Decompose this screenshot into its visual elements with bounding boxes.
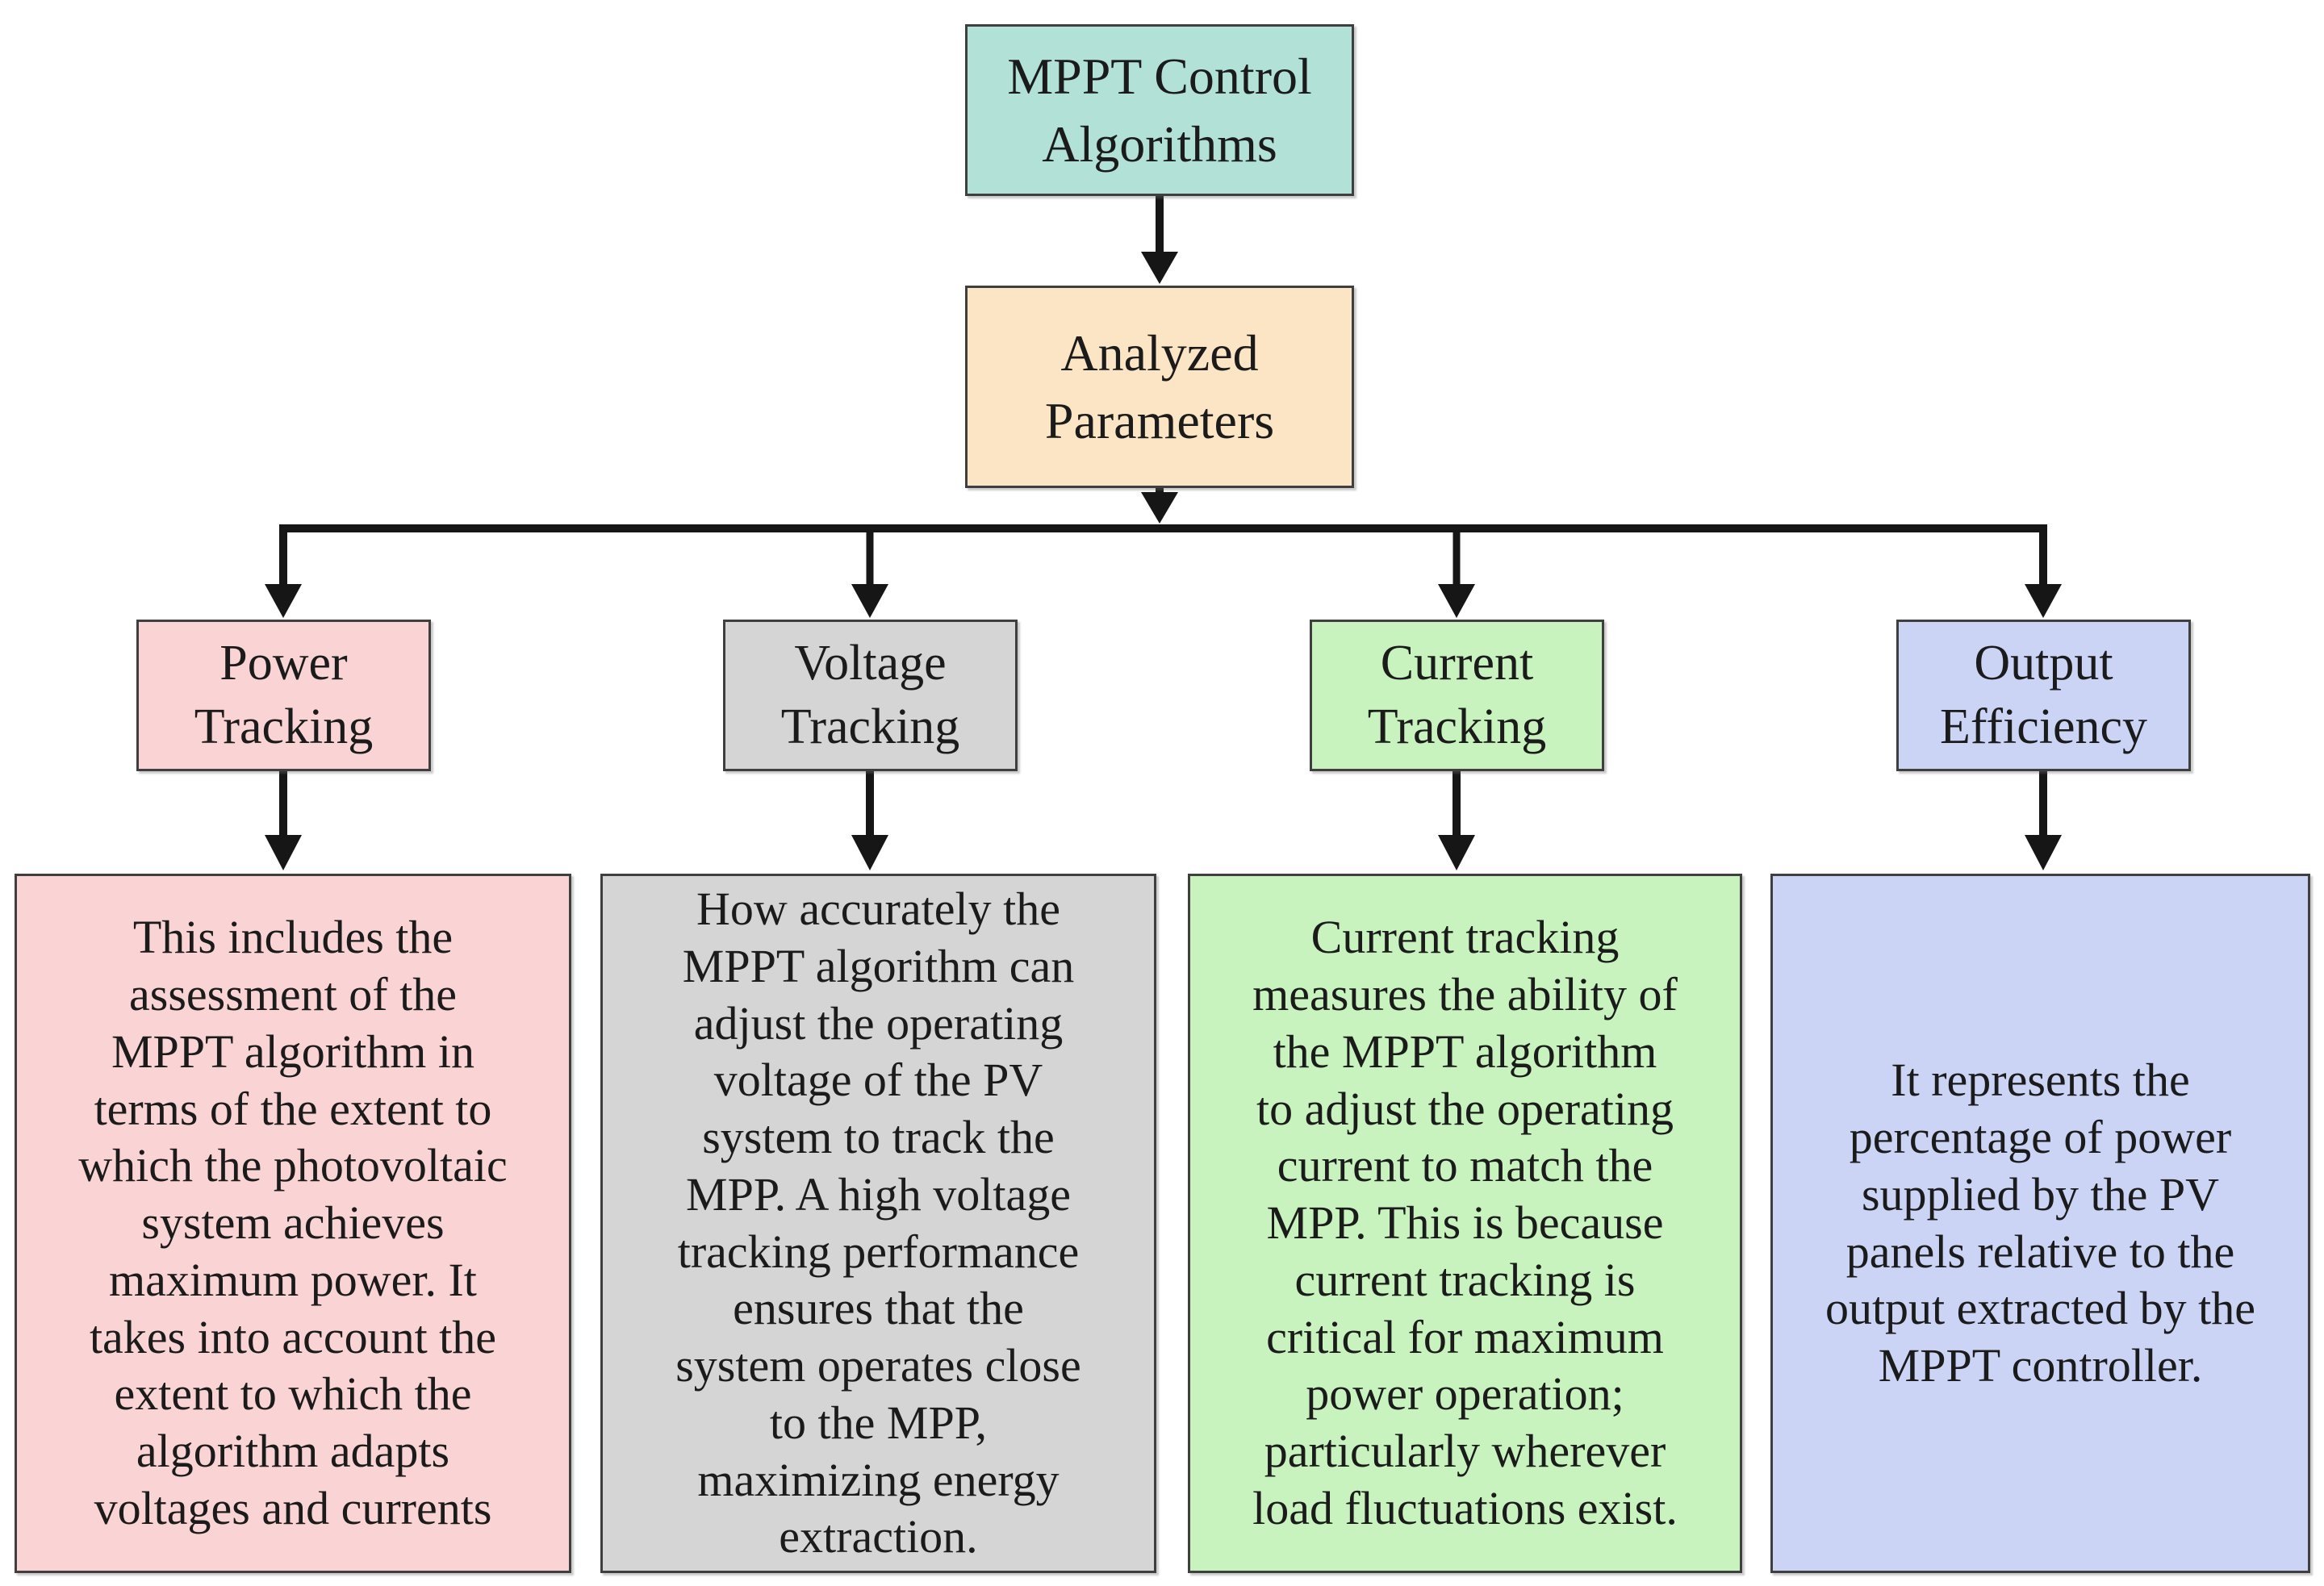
connector-voltage-description-arrowhead [851, 835, 888, 870]
branch-efficiency-node: Output Efficiency [1896, 620, 2191, 771]
connector-power-description-arrowhead [265, 835, 302, 870]
connector-bus-efficiency-arrowhead [2025, 584, 2062, 618]
branch-current-node: Current Tracking [1310, 620, 1604, 771]
connector-parameters-bus-arrowhead [1141, 492, 1178, 524]
description-power: This includes the assessment of the MPPT… [15, 874, 571, 1573]
connector-efficiency-description-arrowhead [2025, 835, 2062, 870]
connector-current-description-arrowhead [1438, 835, 1475, 870]
description-current: Current tracking measures the ability of… [1188, 874, 1742, 1573]
connector-bus-power-arrowhead [265, 584, 302, 618]
branch-power-node: Power Tracking [136, 620, 431, 771]
bus-line [279, 524, 2047, 587]
description-voltage: How accurately the MPPT algorithm can ad… [600, 874, 1156, 1573]
description-efficiency: It represents the percentage of power su… [1770, 874, 2310, 1573]
root-node: MPPT Control Algorithms [965, 24, 1354, 196]
connector-bus-current-arrowhead [1438, 584, 1475, 618]
connector-root-parameters-arrowhead [1141, 252, 1178, 284]
connector-bus-voltage-arrowhead [851, 584, 888, 618]
parameters-node: Analyzed Parameters [965, 286, 1354, 488]
branch-voltage-node: Voltage Tracking [723, 620, 1018, 771]
